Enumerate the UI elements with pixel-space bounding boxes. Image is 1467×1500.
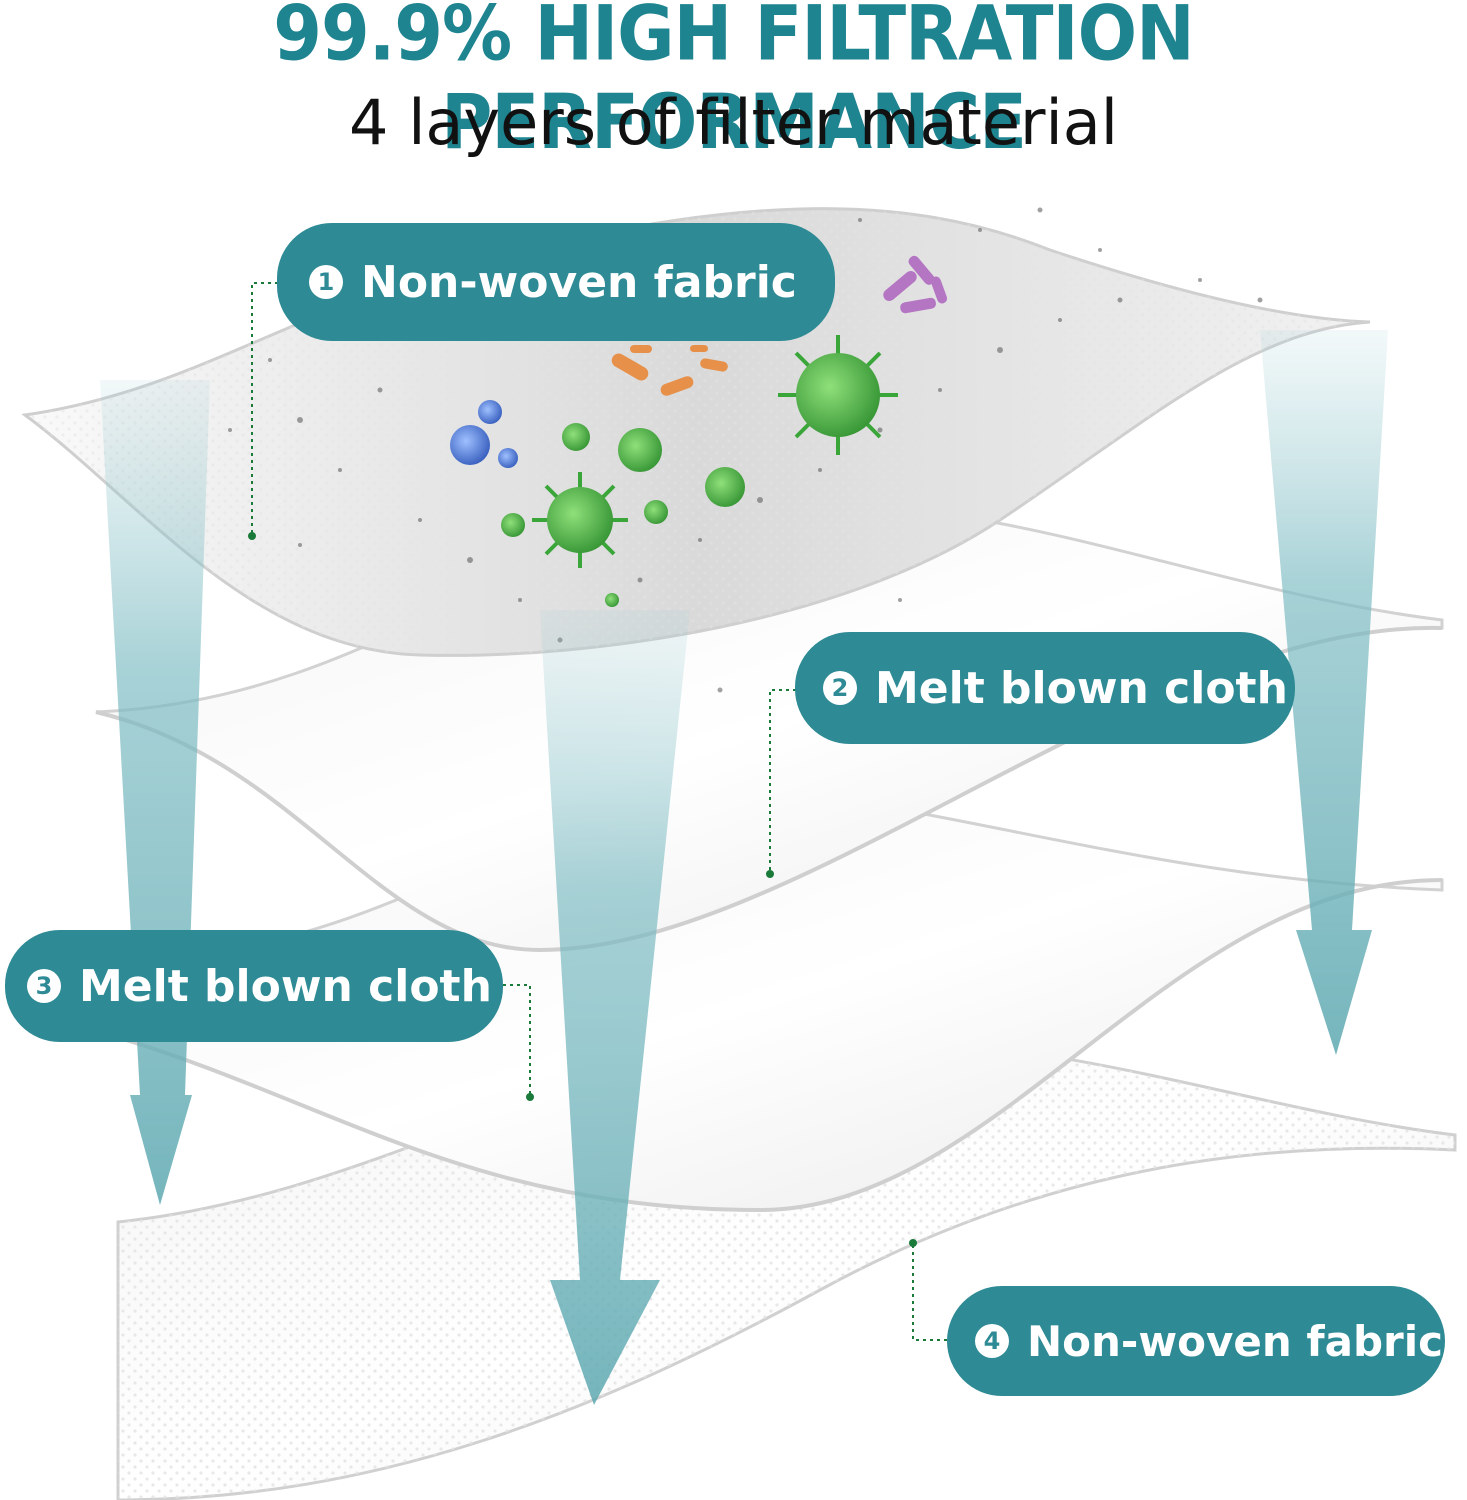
layer-2-text: Melt blown cloth — [875, 662, 1288, 714]
headline: 99.9% HIGH FILTRATION PERFORMANCE — [273, 0, 1194, 167]
green-virus-large — [778, 335, 898, 455]
layer-4-number: 4 — [975, 1324, 1009, 1358]
layer-4-text: Non-woven fabric — [1027, 1316, 1444, 1366]
blue-virus-cluster — [450, 400, 518, 468]
layer-1-text: Non-woven fabric — [361, 256, 797, 308]
layer-3-text: Melt blown cloth — [79, 960, 492, 1012]
purple-bacteria — [883, 255, 948, 314]
subline: 4 layers of filter material — [349, 86, 1118, 159]
layer-3-number: 3 — [27, 969, 61, 1003]
airflow-arrow-right — [1260, 330, 1388, 1055]
green-virus-small — [501, 423, 745, 607]
orange-bacteria — [611, 345, 728, 396]
layer-4-label: 4 Non-woven fabric — [947, 1286, 1445, 1396]
leader-lines — [251, 282, 947, 1341]
airflow-arrow-center — [540, 610, 690, 1405]
layer-1-label: 1 Non-woven fabric — [277, 223, 835, 341]
leader-dots — [248, 532, 917, 1247]
layer-2-label: 2 Melt blown cloth — [795, 632, 1295, 744]
layer-3-label: 3 Melt blown cloth — [5, 930, 503, 1042]
airflow-arrow-left — [100, 380, 210, 1205]
green-virus-medium — [532, 472, 628, 568]
layer-1-number: 1 — [309, 265, 343, 299]
layer-2-number: 2 — [823, 671, 857, 705]
